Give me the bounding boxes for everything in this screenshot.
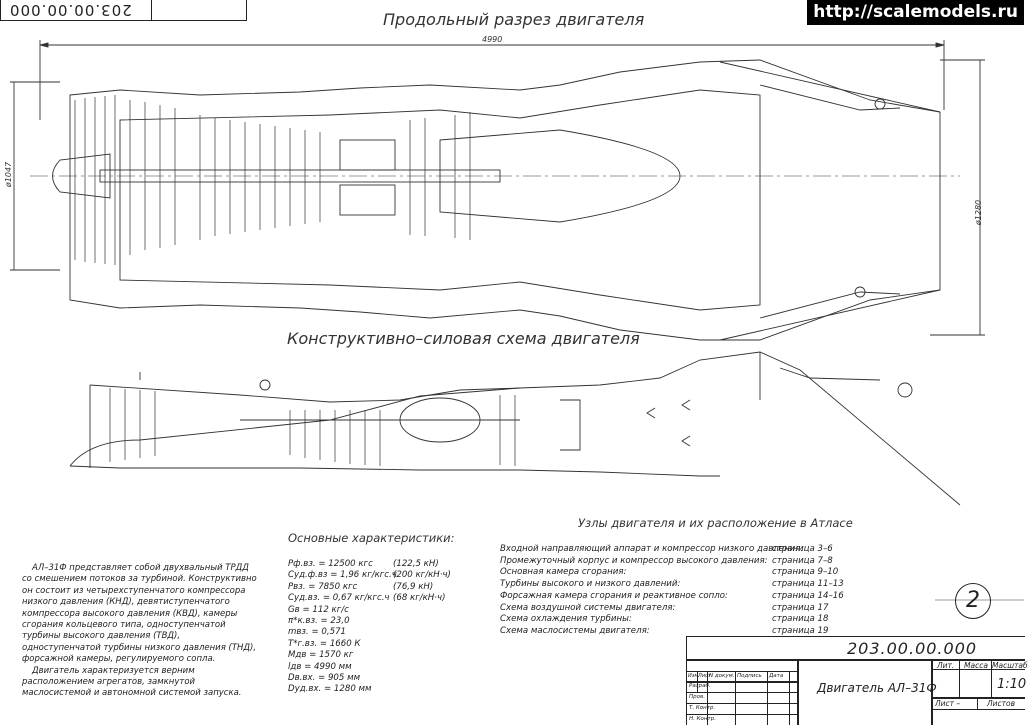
atlas-row: Схема маслосистемы двигателя:страница 19 xyxy=(500,625,829,636)
engine-outline xyxy=(69,59,941,341)
description-paragraph-1: АЛ–31Ф представляет собой двухвальный ТР… xyxy=(22,563,257,665)
spec-row: mвз. = 0,571 xyxy=(288,627,347,638)
spec-row: Pф.вз. = 12500 кгс(122,5 кН) xyxy=(288,559,439,569)
spec-row: Dв.вх. = 905 мм xyxy=(288,673,361,684)
engine-description: АЛ–31Ф представляет собой двухвальный ТР… xyxy=(22,563,260,700)
longitudinal-section-title: Продольный разрез двигателя xyxy=(383,10,645,29)
sheet-number-circle: 2 xyxy=(955,583,991,619)
length-dimension-label: 4990 xyxy=(482,35,503,44)
structural-scheme-title: Конструктивно–силовая схема двигателя xyxy=(287,329,640,348)
front-diameter-label: ø1047 xyxy=(4,161,14,188)
characteristics-title: Основные характеристики: xyxy=(288,531,455,545)
watermark-url[interactable]: http://scalemodels.ru xyxy=(807,0,1024,25)
description-paragraph-2: Двигатель характеризуется верним располо… xyxy=(22,665,242,699)
atlas-row: Форсажная камера сгорания и реактивное с… xyxy=(500,590,844,601)
spec-row: π*к.вз. = 23,0 xyxy=(288,616,350,627)
corner-stamp: 203.00.00.000 xyxy=(0,0,247,21)
spec-row: Dуд.вх. = 1280 мм xyxy=(288,684,372,695)
title-block-doc-number: 203.00.00.000 xyxy=(847,639,978,658)
atlas-row: Схема воздушной системы двигателя:страни… xyxy=(500,602,829,613)
atlas-row: Промежуточный корпус и компрессор высоко… xyxy=(500,555,833,566)
atlas-row: Входной направляющий аппарат и компрессо… xyxy=(500,544,833,554)
spec-row: T*г.вз. = 1660 К xyxy=(288,638,361,649)
spec-row: Pвз. = 7850 кгс(76,9 кН) xyxy=(288,581,434,592)
atlas-list: Входной направляющий аппарат и компрессо… xyxy=(500,544,844,638)
rear-diameter-label: ø1280 xyxy=(974,199,984,226)
title-block: 203.00.00.000 Двигатель АЛ–31Ф Изм. Лист… xyxy=(686,636,1028,725)
spec-row: Gв = 112 кг/с xyxy=(288,604,349,615)
title-block-name: Двигатель АЛ–31Ф xyxy=(817,681,937,695)
atlas-title: Узлы двигателя и их расположение в Атлас… xyxy=(578,516,853,530)
atlas-row: Турбины высокого и низкого давлений:стра… xyxy=(500,579,844,590)
atlas-row: Схема охлаждения турбины:страница 18 xyxy=(500,614,829,625)
spec-row: Cуд.вз. = 0,67 кг/кгс.ч(68 кг/кН·ч) xyxy=(288,593,446,604)
atlas-row: Основная камера сгорания:страница 9–10 xyxy=(500,567,839,578)
spec-row: lдв = 4990 мм xyxy=(288,661,352,672)
spec-row: Mдв = 1570 кг xyxy=(288,650,354,661)
characteristics-list: Pф.вз. = 12500 кгс(122,5 кН) Cуд.ф.вз = … xyxy=(288,559,451,696)
spec-row: Cуд.ф.вз = 1,96 кг/кгс.ч(200 кг/кН·ч) xyxy=(288,570,451,581)
scale-value: 1:10 xyxy=(997,677,1027,692)
